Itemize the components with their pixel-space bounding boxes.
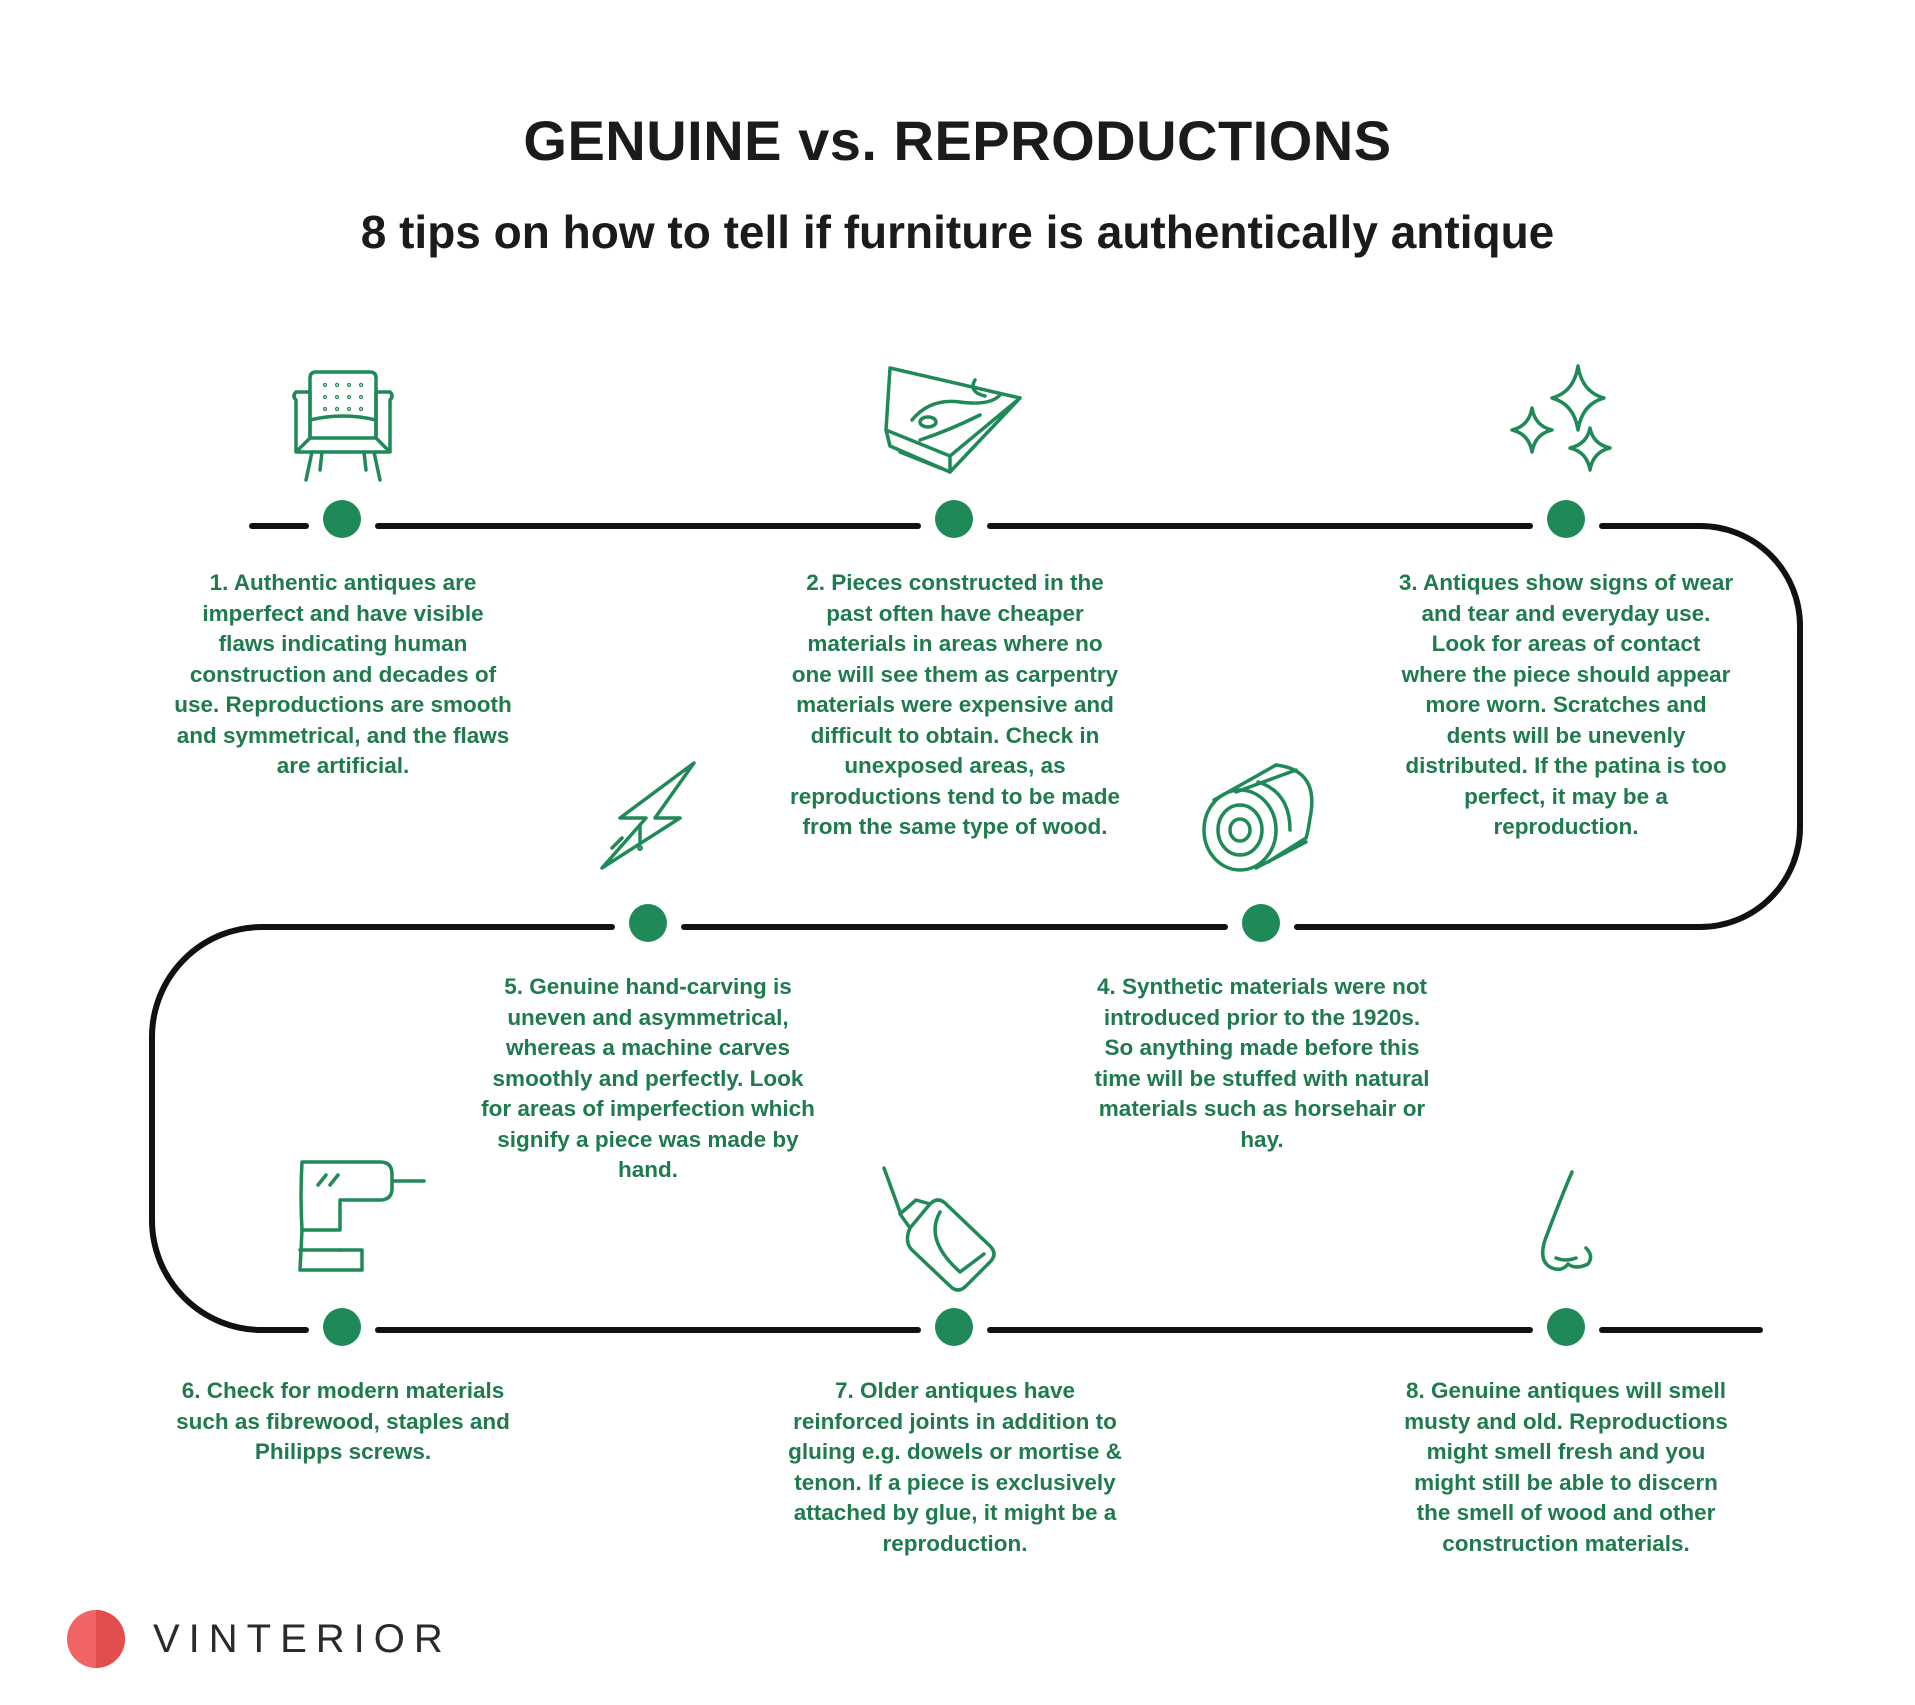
brand-logo: VINTERIOR	[67, 1610, 452, 1668]
tip-7-text: 7. Older antiques have reinforced joints…	[788, 1378, 1122, 1556]
timeline-dot-5	[629, 904, 667, 942]
timeline-dot-2	[935, 500, 973, 538]
wood-plank-icon	[884, 366, 1022, 474]
vinterior-logo-icon	[67, 1610, 125, 1668]
tip-6-text: 6. Check for modern materials such as fi…	[176, 1378, 510, 1464]
nose-icon	[1540, 1170, 1593, 1272]
brand-name: VINTERIOR	[153, 1616, 452, 1661]
tip-3-text: 3. Antiques show signs of wear and tear …	[1398, 570, 1734, 839]
sparkles-icon	[1510, 364, 1612, 472]
timeline-dot-1	[323, 500, 361, 538]
tip-8-text: 8. Genuine antiques will smell musty and…	[1404, 1378, 1728, 1556]
hay-bale-icon	[1202, 763, 1314, 872]
drill-icon	[298, 1160, 426, 1272]
timeline-path	[149, 523, 1803, 1333]
tip-2-text: 2. Pieces constructed in the past often …	[789, 570, 1121, 839]
tip-1-text: 1. Authentic antiques are imperfect and …	[174, 570, 512, 778]
tip-4-text: 4. Synthetic materials were not introduc…	[1094, 974, 1430, 1152]
glue-bottle-icon	[882, 1166, 996, 1292]
timeline-dot-7	[935, 1308, 973, 1346]
timeline-dot-3	[1547, 500, 1585, 538]
timeline-dot-8	[1547, 1308, 1585, 1346]
armchair-icon	[292, 370, 394, 482]
tip-5-text: 5. Genuine hand-carving is uneven and as…	[481, 974, 815, 1182]
timeline-dot-4	[1242, 904, 1280, 942]
carving-icon	[600, 761, 696, 870]
page-title: GENUINE vs. REPRODUCTIONS	[523, 109, 1392, 172]
page-subtitle: 8 tips on how to tell if furniture is au…	[360, 206, 1555, 258]
timeline-dot-6	[323, 1308, 361, 1346]
